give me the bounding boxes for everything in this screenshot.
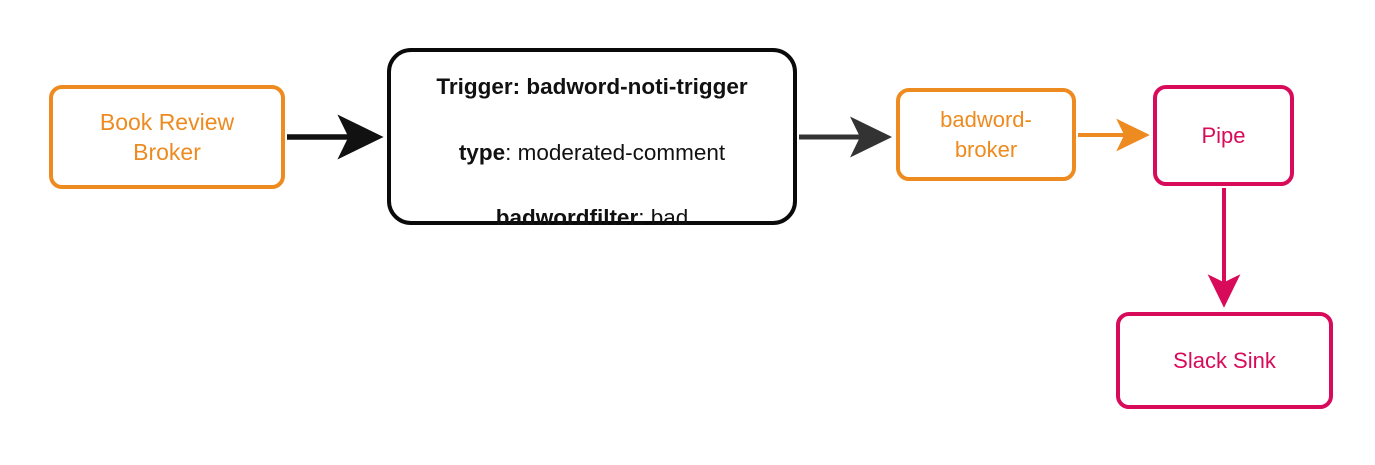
trigger-line-1: Trigger: badword-noti-trigger bbox=[436, 74, 748, 100]
node-label-book-review-broker: Book Review Broker bbox=[99, 108, 235, 165]
node-label-pipe: Pipe bbox=[1201, 122, 1246, 148]
node-label-slack-sink: Slack Sink bbox=[1173, 347, 1276, 373]
trigger-line-2-key: type bbox=[458, 139, 506, 165]
node-book-review-broker[interactable]: Book Review Broker bbox=[49, 85, 285, 189]
node-label-badword-broker: badword- broker bbox=[940, 107, 1032, 162]
node-pipe[interactable]: Pipe bbox=[1153, 85, 1294, 186]
trigger-line-3-key: badwordfilter bbox=[495, 204, 639, 230]
trigger-line-2-value: : moderated-comment bbox=[505, 139, 726, 165]
node-label-trigger: Trigger: badword-noti-trigger type: mode… bbox=[436, 39, 747, 235]
node-slack-sink[interactable]: Slack Sink bbox=[1116, 312, 1333, 409]
node-trigger[interactable]: Trigger: badword-noti-trigger type: mode… bbox=[387, 48, 797, 230]
node-badword-broker[interactable]: badword- broker bbox=[896, 88, 1076, 181]
trigger-line-3-value: : bad bbox=[638, 204, 689, 230]
